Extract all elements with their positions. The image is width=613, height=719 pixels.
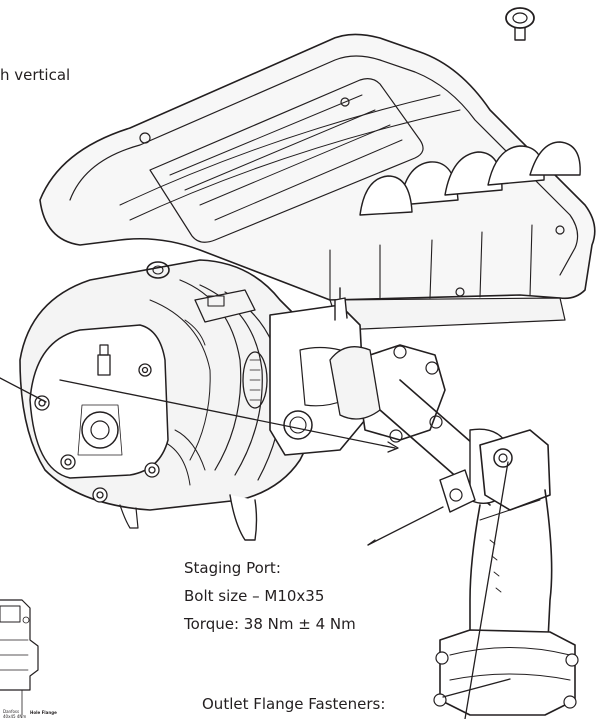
inset-detail [0, 599, 39, 716]
staging-port-torque: Torque: 38 Nm ± 4 Nm [184, 615, 356, 633]
header-text-fragment: h vertical [0, 66, 71, 84]
discharge-pipe [329, 344, 579, 716]
inset-left-text: Danfoss 40x45 4Nm [3, 709, 27, 719]
callout-leaders [0, 377, 511, 719]
compressor-body [19, 259, 325, 541]
staging-port-bolt-size: Bolt size – M10x35 [184, 587, 325, 605]
outlet-flange-label: Outlet Flange Fasteners: [202, 695, 386, 713]
middle-housing [194, 287, 366, 456]
staging-port-label: Staging Port: [184, 559, 281, 577]
top-cover [39, 7, 596, 331]
inset-right-text: Hole Flange [30, 710, 57, 715]
